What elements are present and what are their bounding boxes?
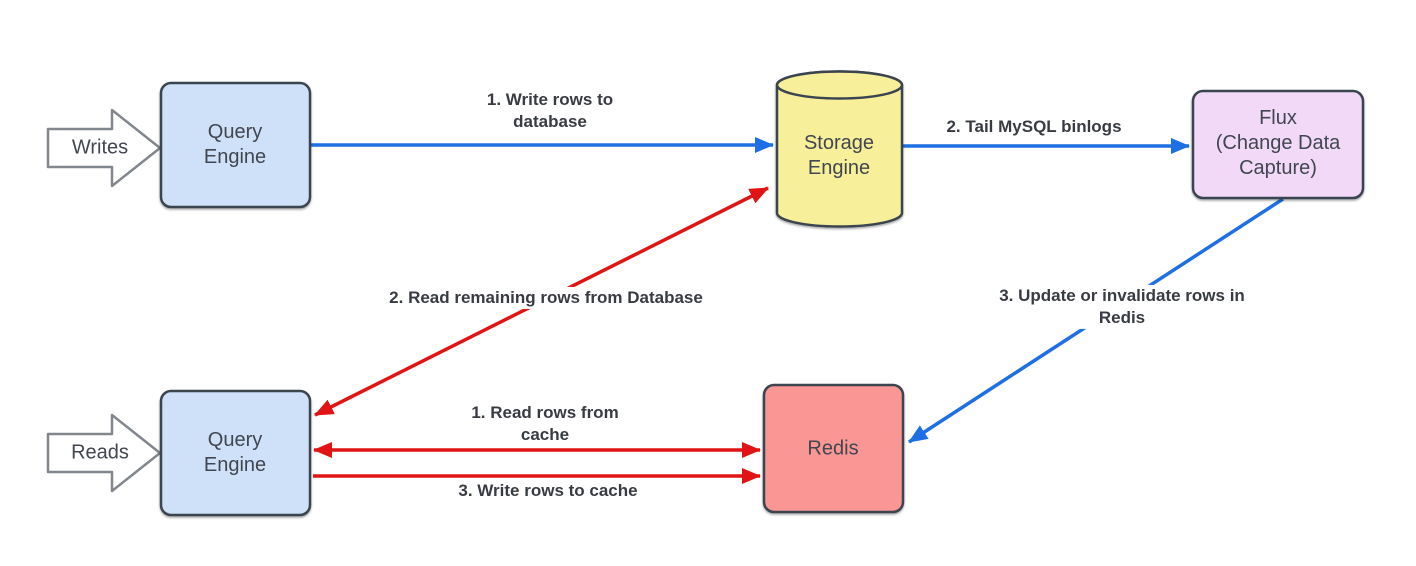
query-engine-bottom-shape: [159, 389, 312, 517]
query-engine-top-shape: [159, 81, 312, 209]
reads-block-arrow-shape: [46, 413, 162, 493]
writes-block-arrow-shape: [46, 108, 162, 188]
storage-engine-shape: [775, 70, 904, 228]
edge-update-redis-line: [908, 197, 1284, 444]
flux-shape: [1191, 89, 1365, 200]
redis-shape: [762, 383, 905, 514]
edge-read-remaining-line: [314, 186, 769, 417]
